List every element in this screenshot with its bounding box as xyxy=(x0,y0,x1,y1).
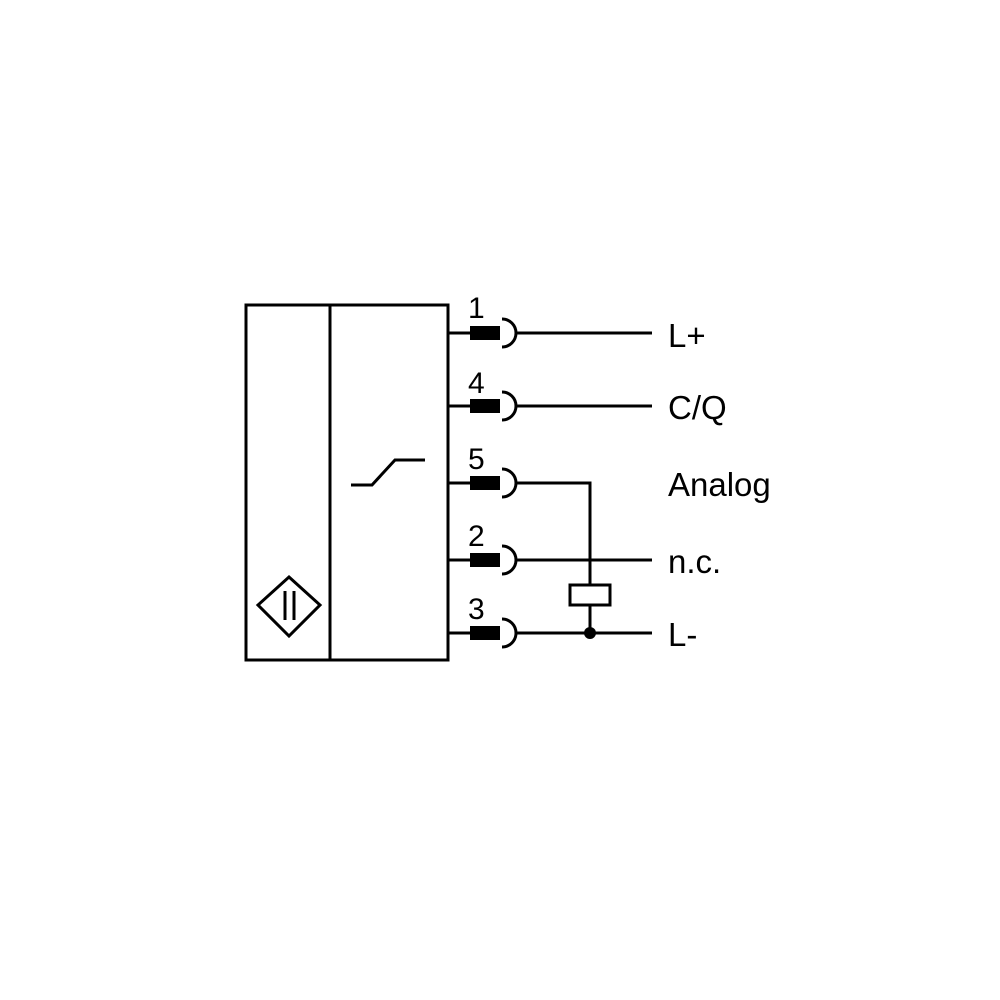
sensor-housing xyxy=(244,303,450,662)
signal-label-l-minus: L- xyxy=(668,616,697,653)
pin-1-connector xyxy=(448,317,652,349)
signal-label-nc: n.c. xyxy=(668,543,721,580)
pin-number-4: 4 xyxy=(468,367,485,400)
pin-2-connector xyxy=(448,544,652,576)
pin-5-connector xyxy=(448,467,592,585)
pin-3-connector xyxy=(448,617,652,649)
signal-label-l-plus: L+ xyxy=(668,317,706,354)
signal-label-cq: C/Q xyxy=(668,389,727,426)
analog-ramp-icon xyxy=(351,458,425,487)
pin-number-2: 2 xyxy=(468,520,485,553)
signal-label-analog: Analog xyxy=(668,466,771,503)
junction-dot xyxy=(584,627,596,639)
pin-number-3: 3 xyxy=(468,593,485,626)
diamond-sensor-icon xyxy=(255,574,323,639)
pin-number-5: 5 xyxy=(468,443,485,476)
pin-4-connector xyxy=(448,390,652,422)
load-resistor-icon xyxy=(568,583,612,639)
pin-number-1: 1 xyxy=(468,292,485,325)
